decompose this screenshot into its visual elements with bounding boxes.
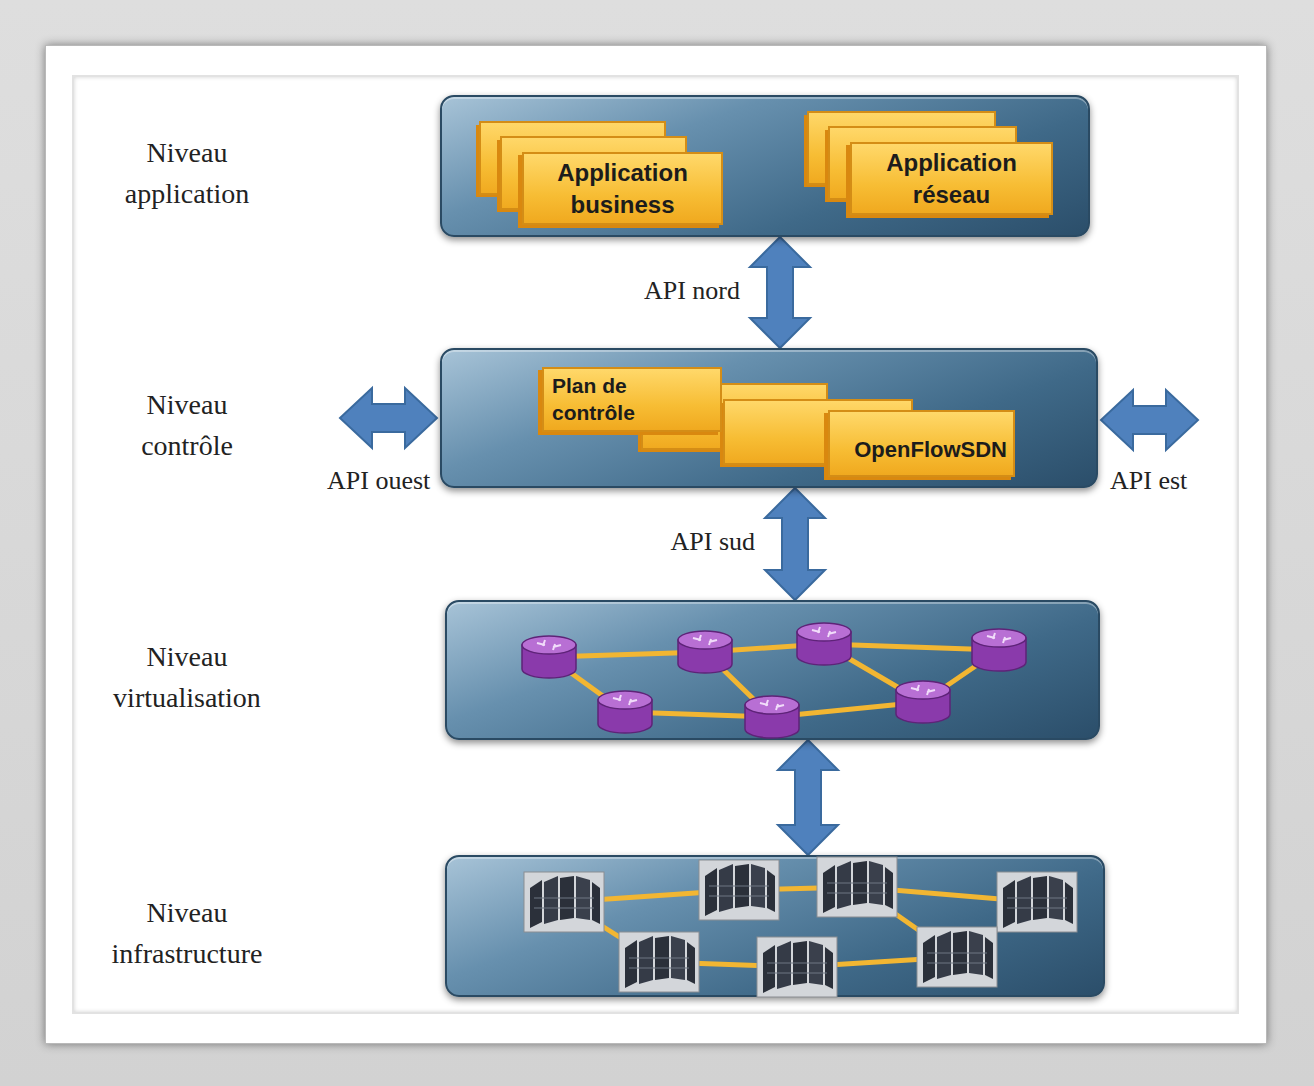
- api-label: API est: [1108, 466, 1189, 496]
- api-label: API sud: [668, 527, 757, 557]
- server-rack-pictures: [524, 857, 1077, 997]
- virtual-router-network: [447, 602, 1098, 738]
- component-box: Plan de contrôle: [542, 367, 722, 432]
- layer-name: Niveau infrastructure: [99, 893, 275, 974]
- api-double-arrow: [778, 740, 838, 855]
- api-label: API ouest: [325, 466, 432, 496]
- component-name: OpenFlowSDN: [854, 436, 1007, 465]
- layer-band: Niveau virtualisation: [445, 600, 1100, 740]
- component-name: Plan de contrôle: [552, 372, 652, 427]
- west-double-arrow: [340, 388, 437, 448]
- component-box: Application business: [522, 152, 723, 225]
- api-double-arrow: [750, 237, 810, 348]
- layer-band: Niveau contrôlePlan de contrôleOpenFlowS…: [440, 348, 1098, 488]
- layer-name: Niveau virtualisation: [99, 637, 275, 718]
- component-box: OpenFlowSDN: [828, 410, 1015, 477]
- datacenter-network: [447, 857, 1103, 995]
- east-double-arrow: [1101, 390, 1198, 450]
- component-name: Application réseau: [852, 147, 1051, 209]
- component-box: Application réseau: [850, 142, 1053, 215]
- api-double-arrow: [765, 488, 825, 600]
- layer-band: Niveau infrastructure: [445, 855, 1105, 997]
- component-name: Application business: [524, 157, 721, 219]
- layer-band: Niveau applicationApplication businessAp…: [440, 95, 1090, 237]
- router-icons: [522, 623, 1026, 738]
- layer-name: Niveau application: [99, 133, 275, 214]
- layer-name: Niveau contrôle: [99, 385, 275, 466]
- api-label: API nord: [642, 276, 742, 306]
